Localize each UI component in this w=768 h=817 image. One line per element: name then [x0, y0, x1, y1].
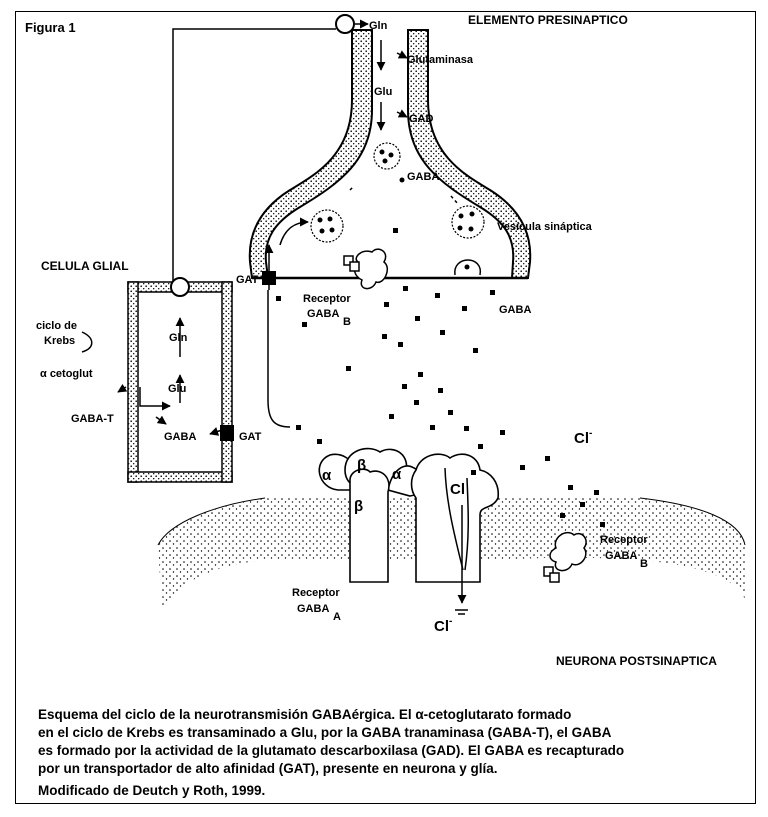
gaba-cycle-diagram: Figura 1: [0, 0, 768, 680]
vesicula-label: Vesícula sináptica: [497, 221, 593, 233]
ciclo-krebs-label-2: Krebs: [44, 335, 75, 347]
receptor-b-post-label-2: GABA: [605, 550, 637, 562]
caption-line-3: es formado por la actividad de la glutam…: [38, 742, 748, 760]
receptor-b-pre-sub: B: [343, 316, 351, 328]
figure-label: Figura 1: [25, 20, 76, 35]
receptor-b-pre-label-2: GABA: [307, 308, 339, 320]
caption-line-1: Esquema del ciclo de la neurotransmisión…: [38, 706, 748, 724]
gaba-bound-channel: [471, 470, 476, 475]
gat-upper-label: GAT: [236, 274, 259, 286]
gat-lower-label: GAT: [239, 431, 262, 443]
glial-label: CELULA GLIAL: [41, 259, 129, 273]
gaba-cleft-label: GABA: [499, 304, 531, 316]
gln-glia-label: Gln: [169, 332, 188, 344]
ciclo-krebs-label-1: ciclo de: [36, 320, 77, 332]
glutaminasa-label: Glutaminasa: [407, 54, 474, 66]
gaba-pre-label: GABA: [407, 171, 439, 183]
caption-line-2: en el ciclo de Krebs es transaminado a G…: [38, 724, 748, 742]
glial-membrane: [128, 282, 234, 482]
receptor-b-pre-label-1: Receptor: [303, 293, 351, 305]
cl-top-label: Cl-: [574, 428, 592, 447]
cl-channel-label: Cl: [450, 481, 465, 498]
caption-source: Modificado de Deutch y Roth, 1999.: [38, 782, 748, 800]
presynaptic-label: ELEMENTO PRESINAPTICO: [468, 13, 628, 27]
receptor-gaba-b-presynaptic: [344, 249, 387, 288]
glu-top-label: Glu: [374, 86, 392, 98]
figure-caption: Esquema del ciclo de la neurotransmisión…: [38, 706, 748, 800]
gaba-t-label: GABA-T: [71, 413, 114, 425]
receptor-a-label-2: GABA: [297, 603, 329, 615]
gad-label: GAD: [409, 113, 434, 125]
receptor-b-post-label-1: Receptor: [600, 534, 648, 546]
receptor-a-sub: A: [333, 611, 341, 623]
beta-subunit-2: β: [354, 498, 363, 515]
receptor-a-label-1: Receptor: [292, 587, 340, 599]
beta-subunit-1: β: [357, 457, 366, 474]
gaba-glia-label: GABA: [164, 431, 196, 443]
postsynaptic-label: NEURONA POSTSINAPTICA: [556, 654, 717, 668]
receptor-b-post-sub: B: [640, 558, 648, 570]
cl-bottom-label: Cl-: [434, 616, 452, 635]
gat-upper-path: [262, 245, 290, 427]
gln-top-label: Gln: [369, 20, 388, 32]
glu-glia-label: Glu: [168, 383, 186, 395]
alpha-subunit-1: α: [322, 467, 332, 484]
alpha-subunit-2: α: [392, 466, 402, 483]
cetoglut-label: α cetoglut: [40, 368, 93, 380]
caption-line-4: por un transportador de alto afinidad (G…: [38, 760, 748, 778]
